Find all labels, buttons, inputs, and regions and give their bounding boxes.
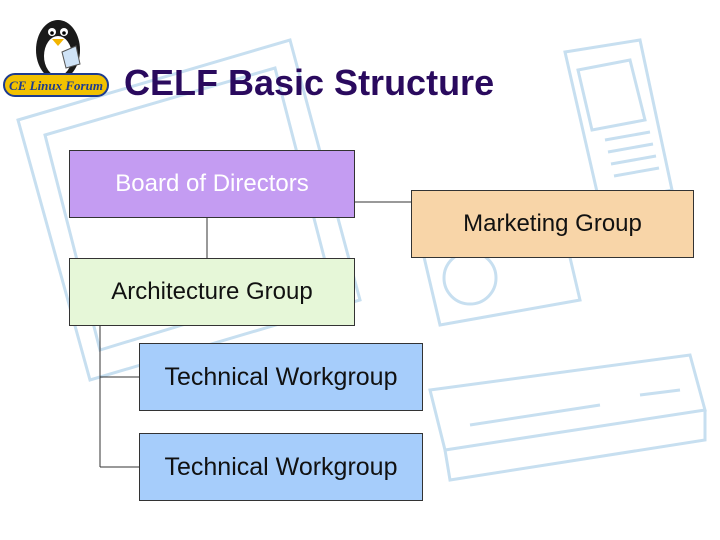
celf-logo: CE Linux Forum	[3, 20, 109, 97]
architecture-group-box: Architecture Group	[69, 258, 355, 326]
logo-text: CE Linux Forum	[9, 78, 103, 93]
background-settop-front	[443, 410, 707, 482]
marketing-group-box: Marketing Group	[411, 190, 694, 258]
board-of-directors-box: Board of Directors	[69, 150, 355, 218]
technical-workgroup-box: Technical Workgroup	[139, 433, 423, 501]
logo-banner	[3, 73, 109, 97]
background-tablet-outline	[16, 38, 362, 382]
slide-title: CELF Basic Structure	[124, 62, 495, 103]
background-phone-keys	[604, 130, 660, 178]
technical-workgroup-box: Technical Workgroup	[139, 343, 423, 411]
background-settop-slot	[469, 403, 601, 427]
background-settop-button	[639, 388, 681, 397]
background-phone-screen	[576, 58, 647, 132]
